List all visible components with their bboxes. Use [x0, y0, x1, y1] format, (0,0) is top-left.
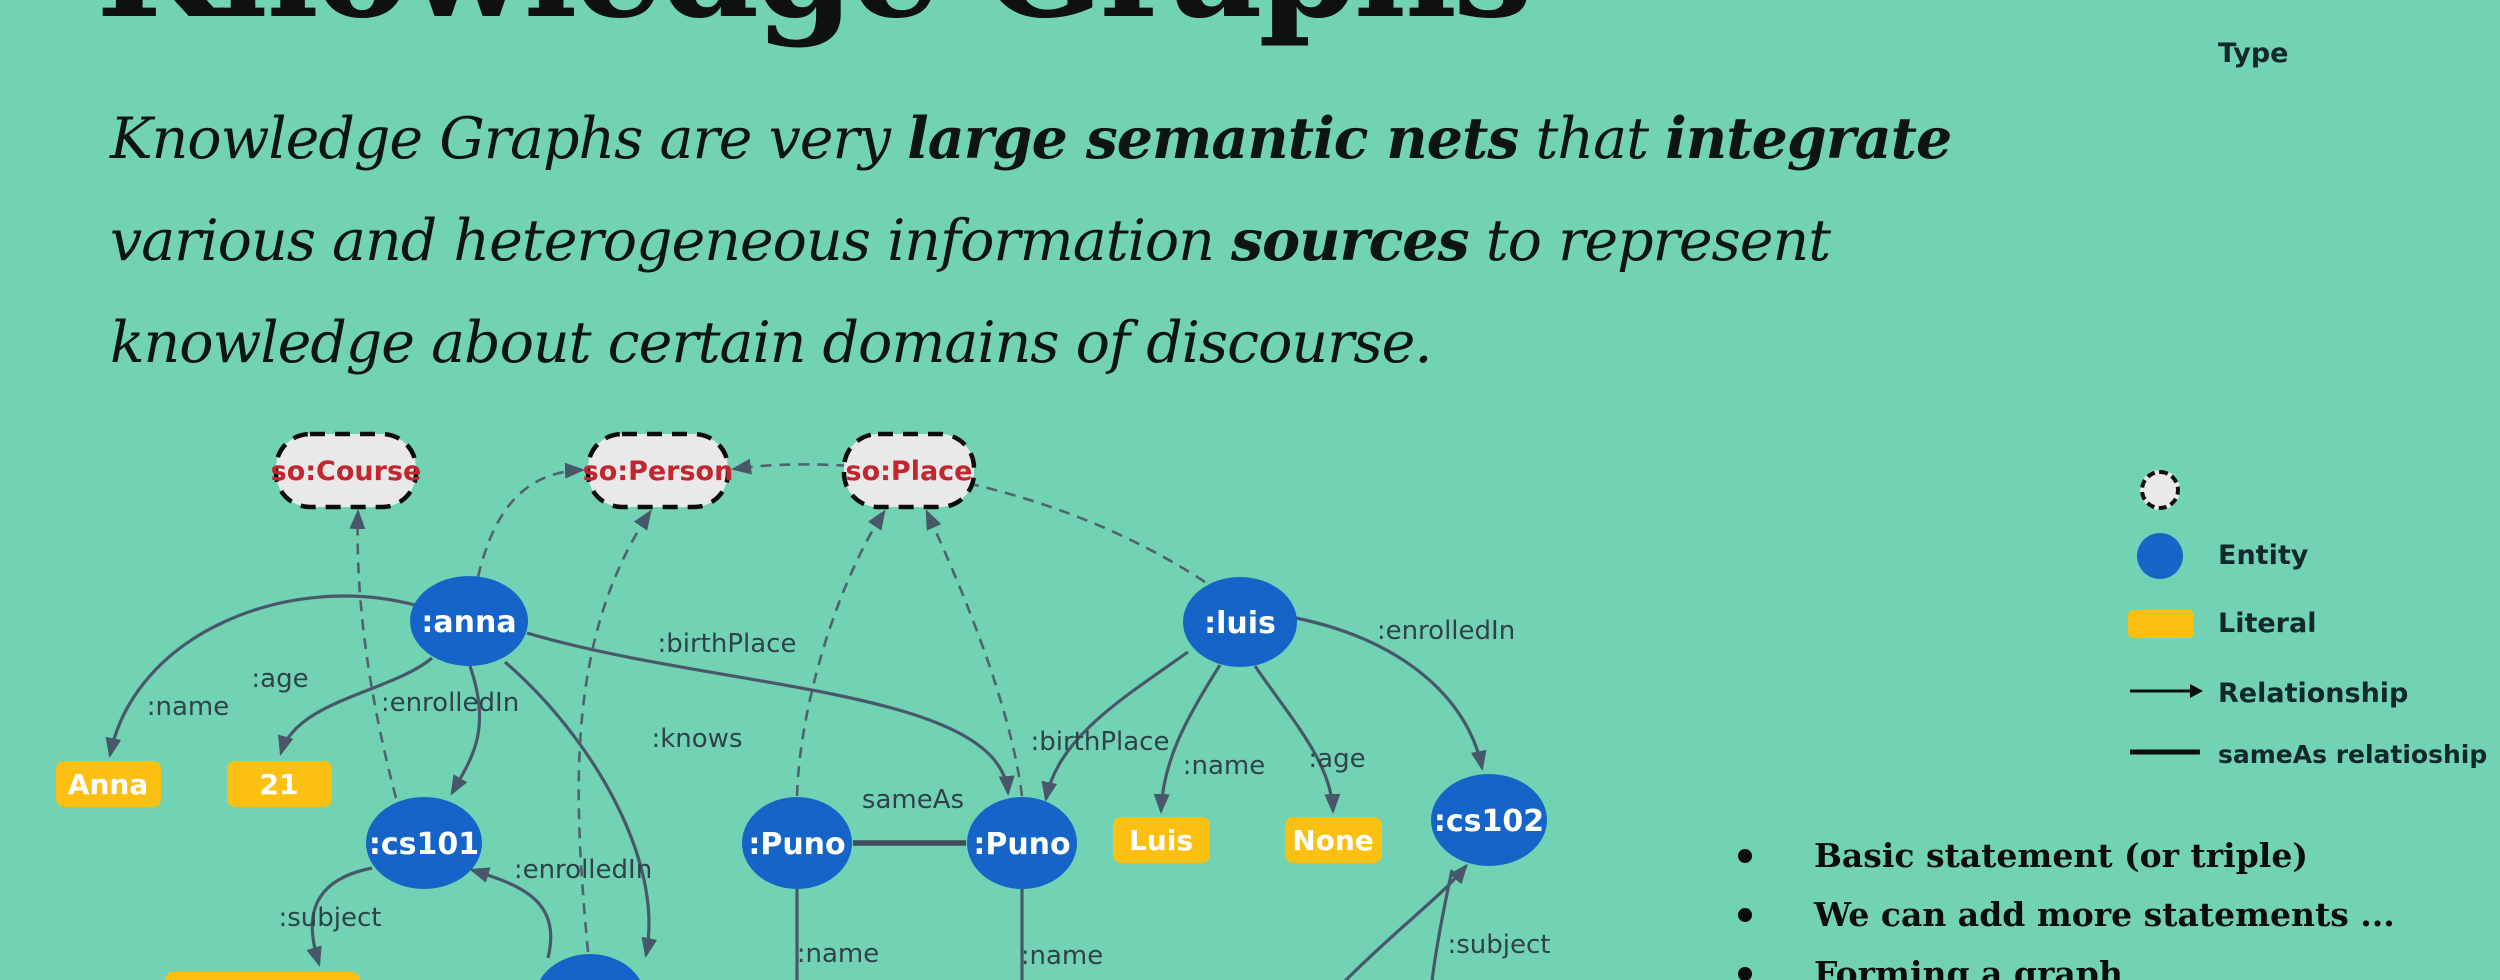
edge-label: :enrolledIn [514, 855, 652, 885]
edge-luis-name [1153, 664, 1222, 814]
edge-label: :name [147, 692, 230, 722]
edge-label: :birthPlace [658, 629, 797, 659]
literal-node-anna [56, 761, 161, 807]
edge-label: :birthPlace [1031, 727, 1170, 757]
type-node-person [585, 431, 731, 510]
list-item: Forming a graph [1738, 954, 2395, 980]
type-node-person-label: so:Person [583, 456, 734, 487]
entity-node-puno1 [742, 797, 852, 889]
legend-label-relationship: Relationship [2218, 678, 2409, 709]
bullet-dot [1738, 966, 1752, 980]
edge-label: :age [1308, 744, 1365, 774]
type-node-place-label: so:Place [846, 456, 973, 487]
list-item: Basic statement (or triple) [1738, 836, 2395, 875]
edge-cs101-subject [306, 866, 373, 967]
edge-label: :enrolledIn [1377, 616, 1515, 646]
edge-label: sameAs [862, 785, 964, 815]
edge-anna-birthplace [526, 631, 1015, 796]
intro-text: that [1518, 106, 1666, 172]
type-node-icon [2140, 470, 2180, 510]
edge-anna-name [105, 594, 416, 758]
literal-node-none [1285, 817, 1382, 863]
intro-bold: sources [1230, 207, 1470, 274]
legend-label-literal: Literal [2218, 608, 2317, 639]
entity-node-puno1-label: :Puno [748, 827, 845, 862]
sameas-line-icon [2130, 749, 2200, 755]
bullet-dot [1738, 848, 1752, 863]
edge-luis-enrolledin [1295, 616, 1487, 771]
edge-into-cs102 [1343, 863, 1468, 980]
literal-node-luis [1113, 817, 1210, 863]
edge-anna-age [277, 656, 434, 756]
intro-text: various and heterogeneous information [110, 208, 1231, 274]
intro-text: to represent [1468, 208, 1831, 274]
intro-bold: integrate [1665, 105, 1952, 172]
literal-node-partial [165, 972, 360, 980]
relationship-arrow-icon [2130, 684, 2203, 698]
literal-node-icon [2128, 610, 2194, 638]
entity-node-partial [539, 954, 641, 980]
edge-label: :name [1021, 941, 1104, 971]
bullet-text: We can add more statements ... [1814, 895, 2395, 934]
edge-luis-age [1253, 665, 1341, 814]
edge-anna-enrolledin [450, 665, 482, 796]
entity-node-puno2-label: :Puno [973, 827, 1070, 862]
legend-label-sameas: sameAs relatioship [2218, 740, 2488, 769]
intro-bold: large semantic nets [907, 105, 1519, 172]
bullet-text: Basic statement (or triple) [1814, 836, 2308, 875]
type-edge-puno1-place [795, 509, 886, 797]
entity-node-cs102-label: :cs102 [1434, 804, 1544, 839]
edge-label: :knows [651, 724, 742, 754]
edge-label: :enrolledIn [381, 688, 519, 718]
literal-node-anna-label: Anna [68, 768, 148, 801]
type-edge-anna-person [476, 462, 585, 578]
type-node-place [841, 431, 977, 510]
type-edge-puno2-place [925, 509, 1024, 797]
edge-label: :name [1183, 751, 1266, 781]
literal-node-none-label: None [1292, 824, 1374, 857]
entity-node-puno2 [967, 797, 1077, 889]
literal-node-21 [227, 761, 332, 807]
edge-anna-knows [503, 660, 658, 958]
bullet-dot [1738, 907, 1752, 922]
literal-node-21-label: 21 [260, 768, 299, 801]
bullet-text: Forming a graph [1814, 954, 2123, 980]
entity-node-anna [410, 576, 528, 666]
type-node-course [273, 431, 419, 510]
type-edge-cs101-course [349, 509, 398, 799]
entity-node-cs102 [1431, 774, 1547, 866]
entity-node-anna-label: :anna [421, 605, 516, 640]
legend-label-type: Type [2218, 38, 2289, 69]
legend-label-entity: Entity [2218, 540, 2309, 571]
legend: Type Entity Literal Relationship sameAs … [2110, 38, 2500, 790]
edge-bottomnode-enrolledin [469, 867, 553, 959]
edge-cs102-subject [1430, 869, 1454, 980]
entity-node-luis-label: :luis [1204, 606, 1276, 641]
edge-label: :name [797, 939, 880, 969]
literal-node-luis-label: Luis [1129, 824, 1193, 857]
edge-label: :subject [1448, 930, 1551, 960]
type-edge-bottomnode-person [577, 509, 652, 953]
page-title: Knowledge Graphs [96, 0, 1533, 38]
bullet-list: Basic statement (or triple) We can add m… [1738, 836, 2395, 980]
intro-paragraph: Knowledge Graphs are very large semantic… [110, 88, 2410, 394]
list-item: We can add more statements ... [1738, 895, 2395, 934]
entity-node-luis [1183, 577, 1297, 667]
edge-luis-birthplace [1041, 650, 1189, 802]
entity-node-cs101 [366, 797, 482, 889]
entity-node-cs101-label: :cs101 [369, 827, 479, 862]
entity-node-icon [2137, 533, 2183, 579]
edge-label: :age [251, 664, 308, 694]
intro-text: knowledge about certain domains of disco… [110, 310, 1432, 376]
type-node-course-label: so:Course [271, 456, 422, 487]
edge-label: :subject [279, 903, 382, 933]
intro-text: Knowledge Graphs are very [110, 106, 908, 172]
